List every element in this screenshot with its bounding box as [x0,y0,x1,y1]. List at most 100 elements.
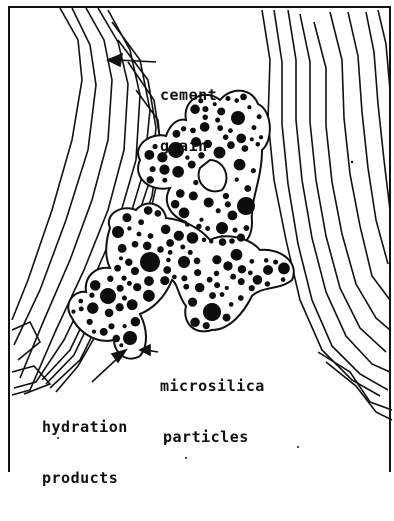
microsilica-particle [220,292,225,297]
microsilica-particle [143,242,152,251]
microsilica-particle [214,282,220,288]
microsilica-label-line2: particles [160,429,265,446]
microsilica-particle [107,276,113,282]
hydration-label-line2: products [42,470,128,487]
microsilica-particle [237,234,245,242]
right-cement-grain [262,10,392,420]
microsilica-particle [127,226,131,230]
microsilica-particle [217,125,223,131]
microsilica-particle [115,303,123,311]
microsilica-particle [113,335,121,343]
microsilica-particle [231,249,243,261]
microsilica-particle [188,298,197,307]
microsilica-particle [249,259,254,264]
microsilica-particle [227,210,237,220]
microsilica-particle [209,239,213,243]
microsilica-particle [132,241,139,248]
microsilica-particle [229,238,235,244]
microsilica-particle [249,285,255,291]
microsilica-particle [225,286,229,290]
microsilica-particle [257,114,262,119]
microsilica-particle [179,208,190,219]
microsilica-particle [238,295,244,301]
microsilica-particle [238,265,246,273]
microsilica-particle [119,343,123,347]
microsilica-particle [154,210,161,217]
microsilica-particle [196,224,201,229]
microsilica-particle [253,275,263,285]
microsilica-particle [123,331,137,345]
microsilica-particle [265,281,270,286]
microsilica-particle [217,107,225,115]
microsilica-particle [203,303,221,321]
microsilica-particle [228,128,233,133]
microsilica-particle [92,329,96,333]
microsilica-particle [231,111,245,125]
microsilica-particle [227,141,235,149]
microsilica-particle [241,145,248,152]
microsilica-particle [89,293,94,298]
microsilica-particle [216,208,221,213]
microsilica-particle [259,135,263,139]
microsilica-particle [252,125,257,130]
microsilica-particle [202,238,206,242]
cement-grain-label-line1: cement [160,87,217,104]
microsilica-particle [236,134,246,144]
microsilica-particles-label: microsilica particles [160,344,265,480]
microsilica-particle [108,323,114,329]
microsilica-particle [178,256,190,268]
microsilica-particle [234,98,239,103]
microsilica-particle [78,299,83,304]
microsilica-particle [152,144,157,149]
microsilica-particle [176,189,185,198]
microsilica-particle [189,191,198,200]
microsilica-particle [87,302,98,313]
microsilica-particle [148,233,154,239]
microsilica-particle [171,200,180,209]
microsilica-particle [225,96,230,101]
microsilica-particle [194,258,201,265]
microsilica-particle [166,258,171,263]
microsilica-particle [255,142,260,147]
microsilica-particle [216,222,228,234]
microsilica-particle [181,275,187,281]
microsilica-particle [223,314,231,322]
microsilica-particle [122,324,126,328]
microsilica-particle [90,280,101,291]
cement-grain-leader [118,60,156,62]
microsilica-particle [234,159,246,171]
microsilica-particle [112,226,124,238]
microsilica-particle [100,288,116,304]
microsilica-particle [214,271,220,277]
microsilica-particle [247,105,251,109]
microsilica-particle [150,166,156,172]
microsilica-particle [157,246,164,253]
microsilica-particle [223,134,229,140]
microsilica-particle [122,213,131,222]
microsilica-particle [205,226,210,231]
microsilica-particle [219,238,227,246]
microsilica-particle [118,244,127,253]
microsilica-particle [168,250,173,255]
microsilica-particle [100,328,108,336]
microsilica-particle [174,231,184,241]
microsilica-particle [140,252,160,272]
microsilica-particle [114,265,121,272]
cement-grain-label: cement grain [160,53,217,189]
microsilica-particle [223,193,229,199]
microsilica-particle [195,283,205,293]
microsilica-particle [131,267,139,275]
microsilica-particle [138,219,144,225]
microsilica-particle [237,197,255,215]
microsilica-particle [204,197,214,207]
microsilica-particle [185,222,190,227]
microsilica-label-line1: microsilica [160,378,265,395]
microsilica-particle [250,137,254,141]
microsilica-particle [244,185,251,192]
microsilica-particle [281,277,286,282]
microsilica-particle [161,225,171,235]
microsilica-particle [122,296,127,301]
microsilica-particle [160,276,169,285]
microsilica-particle [144,150,154,160]
microsilica-particle [133,283,141,291]
